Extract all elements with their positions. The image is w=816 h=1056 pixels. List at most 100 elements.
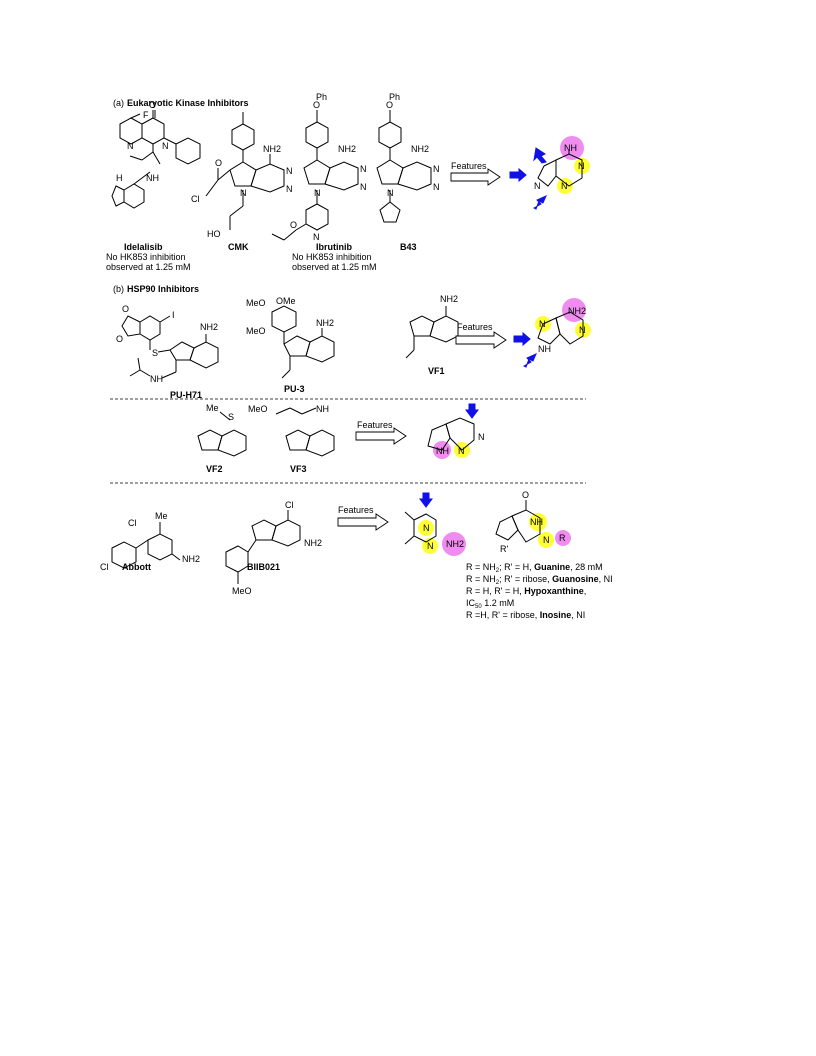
scaffold-b3-n1: N [423, 523, 430, 533]
vf3-meo: MeO [248, 404, 268, 414]
vf2-me: Me [206, 403, 219, 413]
b43-name: B43 [400, 242, 417, 252]
cmk-ho: HO [207, 229, 221, 239]
pu-3-structure [271, 305, 335, 379]
section-a-label: (a) [113, 98, 124, 108]
ibrutinib-name: Ibrutinib [316, 242, 352, 252]
b43-n3: N [387, 188, 394, 198]
features-arrow-b2 [355, 427, 407, 445]
scaffold-a-n2: N [561, 181, 568, 191]
vf2-s: S [228, 412, 234, 422]
scaffold-a-n1: N [578, 161, 585, 171]
cmk-structure [205, 112, 285, 230]
table-row-4: IC50 1.2 mM [466, 598, 514, 610]
vf3-nh: NH [316, 404, 329, 414]
guanine-n: N [543, 535, 550, 545]
guanine-o: O [522, 490, 529, 500]
ibrutinib-o: O [313, 100, 320, 110]
ibrutinib-note2: observed at 1.25 mM [292, 262, 377, 272]
vf1-structure [405, 306, 459, 359]
pu-h71-i: I [172, 310, 175, 320]
pu-h71-s: S [152, 348, 158, 358]
pu-h71-o2: O [116, 334, 123, 344]
scaffold-b2-n1: N [478, 432, 485, 442]
section-b-label: (b) [113, 284, 124, 294]
pu-h71-o1: O [122, 304, 129, 314]
features-label-b2: Features [357, 420, 393, 430]
biib021-cl: Cl [285, 500, 294, 510]
scaffold-b2-nh: NH [436, 446, 449, 456]
scaffold-b3-right [495, 500, 571, 548]
cmk-n2: N [286, 184, 293, 194]
features-arrow-b3 [337, 513, 389, 531]
carbonyl-o: O [149, 100, 156, 110]
b43-o: O [386, 100, 393, 110]
pu-3-meo1: MeO [246, 298, 266, 308]
table-row-1: R = NH2; R' = H, Guanine, 28 mM [466, 562, 603, 574]
biib021-nh2: NH2 [304, 538, 322, 548]
ibrutinib-nh2: NH2 [338, 144, 356, 154]
features-label-a: Features [451, 161, 487, 171]
scaffold-b1-nh: NH [538, 344, 551, 354]
pu-h71-name: PU-H71 [170, 390, 202, 400]
abbott-structure [111, 522, 181, 569]
ibrutinib-n4: N [313, 232, 320, 242]
scaffold-a-n3: N [534, 181, 541, 191]
idelalisib-n1: N [127, 141, 134, 151]
pu-h71-nh: NH [150, 374, 163, 384]
scaffold-b2 [427, 403, 479, 459]
idelalisib-h: H [116, 173, 123, 183]
cmk-o: O [215, 158, 222, 168]
cmk-n1: N [286, 166, 293, 176]
b43-ph: Ph [389, 92, 400, 102]
idelalisib-name: Idelalisib [124, 242, 163, 252]
pu-3-ome: OMe [276, 296, 296, 306]
vf2-structure [197, 411, 247, 457]
ibrutinib-note1: No HK853 inhibition [292, 252, 372, 262]
features-label-b1: Features [457, 322, 493, 332]
b43-n2: N [433, 182, 440, 192]
scaffold-b2-n2: N [458, 446, 465, 456]
ibrutinib-ph: Ph [316, 92, 327, 102]
ibrutinib-structure [271, 110, 359, 241]
idelalisib-structure [111, 110, 201, 209]
scaffold-b1-n2: N [579, 325, 586, 335]
section-a-title: Eukaryotic Kinase Inhibitors [127, 98, 249, 108]
fluoro-atom: F [143, 110, 149, 120]
abbott-cl2: Cl [100, 562, 109, 572]
cmk-n3: N [240, 188, 247, 198]
pu-3-meo2: MeO [246, 326, 266, 336]
ibrutinib-n1: N [360, 164, 367, 174]
b43-n1: N [433, 164, 440, 174]
b43-structure [376, 110, 432, 223]
features-label-b3: Features [338, 505, 374, 515]
scaffold-b3-n2: N [427, 541, 434, 551]
scaffold-b3-left [404, 492, 466, 556]
features-arrow-b1 [455, 331, 507, 349]
biib021-meo: MeO [232, 586, 252, 596]
idelalisib-nh: NH [146, 173, 159, 183]
section-b-title: HSP90 Inhibitors [127, 284, 199, 294]
pu-3-name: PU-3 [284, 384, 305, 394]
abbott-nh2: NH2 [182, 554, 200, 564]
guanine-r: R [559, 533, 566, 543]
cmk-nh2: NH2 [263, 144, 281, 154]
table-row-2: R = NH2; R' = ribose, Guanosine, NI [466, 574, 613, 586]
idelalisib-note2: observed at 1.25 mM [106, 262, 191, 272]
pu-h71-structure [121, 315, 219, 379]
scaffold-b1 [513, 298, 591, 368]
ibrutinib-n2: N [360, 182, 367, 192]
abbott-me: Me [155, 511, 168, 521]
abbott-cl1: Cl [128, 518, 137, 528]
guanine-rp: R' [500, 544, 508, 554]
ibrutinib-n3: N [314, 188, 321, 198]
guanine-nh: NH [530, 517, 543, 527]
pu-h71-nh2: NH2 [200, 322, 218, 332]
scaffold-a-nh: NH [564, 143, 577, 153]
vf1-name: VF1 [428, 366, 445, 376]
vf3-structure [275, 407, 335, 457]
vf3-name: VF3 [290, 464, 307, 474]
vf2-name: VF2 [206, 464, 223, 474]
scaffold-a [509, 136, 590, 210]
